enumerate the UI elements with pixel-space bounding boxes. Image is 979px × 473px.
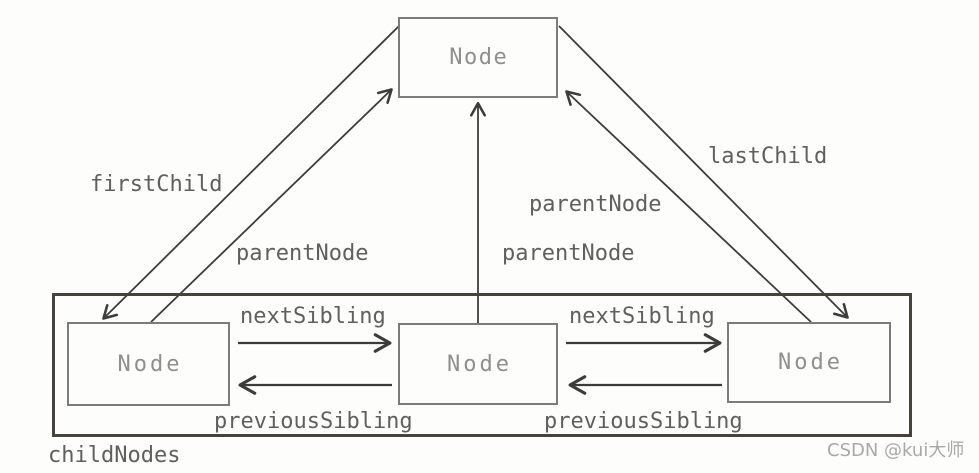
next-sibling-label-2: nextSibling	[569, 304, 715, 329]
parent-node-label: Node	[449, 45, 509, 70]
previous-sibling-label-2: previousSibling	[544, 409, 743, 434]
first-child-node-box: Node	[67, 322, 230, 406]
previous-sibling-label-1: previousSibling	[214, 409, 413, 434]
parent-node-right-label: parentNode	[529, 192, 662, 217]
child-nodes-container	[52, 293, 912, 437]
parent-node-middle-label: parentNode	[502, 241, 635, 266]
parent-node-left-label: parentNode	[236, 241, 369, 266]
last-child-label: lastChild	[708, 144, 828, 169]
child-nodes-caption: childNodes	[48, 443, 181, 468]
first-child-label: firstChild	[90, 172, 223, 197]
last-child-arrow	[558, 25, 849, 319]
first-child-node-label: Node	[117, 351, 183, 377]
last-child-node-label: Node	[778, 350, 843, 375]
middle-child-node-box: Node	[398, 323, 558, 405]
last-child-node-box: Node	[727, 322, 891, 403]
parent-node-left-arrow	[150, 88, 393, 323]
next-sibling-label-1: nextSibling	[240, 304, 386, 329]
middle-child-node-label: Node	[447, 351, 512, 377]
csdn-watermark: CSDN @kui大师	[827, 440, 965, 461]
parent-node-box: Node	[398, 17, 558, 98]
